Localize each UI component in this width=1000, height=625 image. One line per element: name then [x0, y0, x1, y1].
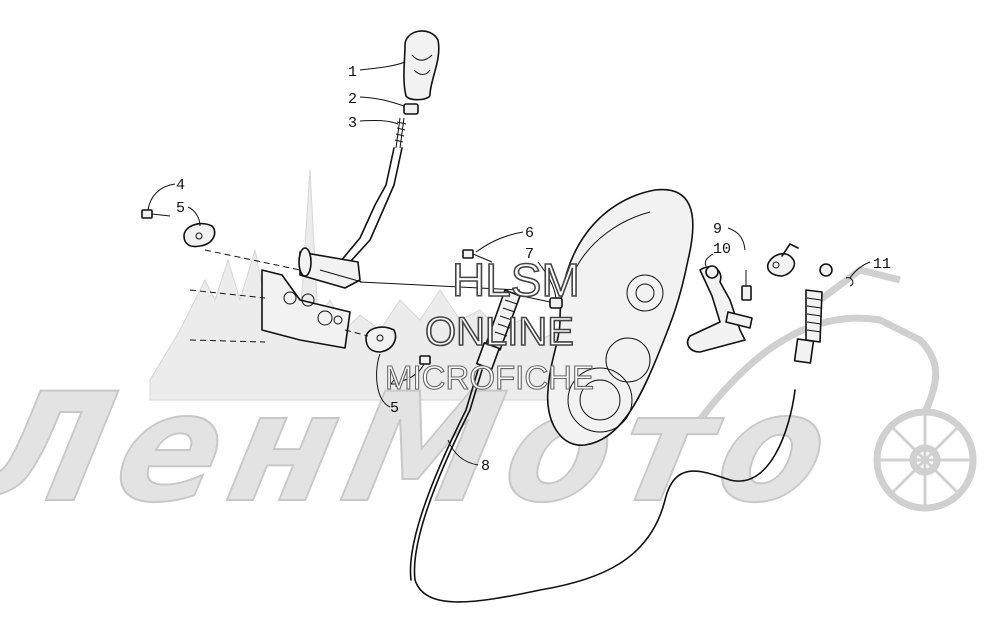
callout-8: 8 [481, 458, 490, 475]
callout-4-lower: 4 [390, 375, 399, 392]
callout-5-lower: 5 [390, 400, 399, 417]
callout-5-upper: 5 [176, 200, 185, 217]
hlsm-watermark-online: ONLINE [425, 310, 574, 354]
callout-2: 2 [348, 91, 357, 108]
shift-knob [403, 30, 440, 101]
callout-1: 1 [348, 64, 357, 81]
lever-bushing [403, 103, 419, 115]
bolt-washer-lower [344, 326, 431, 365]
hlsm-watermark-site: HLSM [452, 254, 580, 306]
lever-thread [394, 117, 407, 149]
shift-lever-assembly [298, 30, 440, 289]
hlsm-watermark: HLSM ONLINE MICROFICHE [384, 253, 594, 396]
linkage-arm [766, 243, 854, 287]
shift-cable [359, 263, 833, 603]
callouts: 1 2 3 4 5 4 5 6 7 8 9 10 11 [147, 61, 891, 475]
mounting-bracket [189, 269, 351, 349]
callout-4-upper: 4 [176, 177, 185, 194]
callout-6: 6 [525, 225, 534, 242]
shift-arm-bracket [686, 265, 753, 353]
shift-lever-rod [339, 147, 403, 263]
motorcycle-watermark [697, 266, 977, 512]
gear-case-cover [546, 188, 694, 446]
callout-9: 9 [713, 221, 722, 238]
callout-3: 3 [348, 115, 357, 132]
callout-7: 7 [525, 246, 534, 263]
bolt-washer-upper [141, 209, 301, 271]
hlsm-watermark-microfiche: MICROFICHE [385, 359, 594, 396]
callout-11: 11 [873, 256, 891, 273]
pivot-hardware [462, 249, 563, 309]
callout-10: 10 [713, 241, 731, 258]
